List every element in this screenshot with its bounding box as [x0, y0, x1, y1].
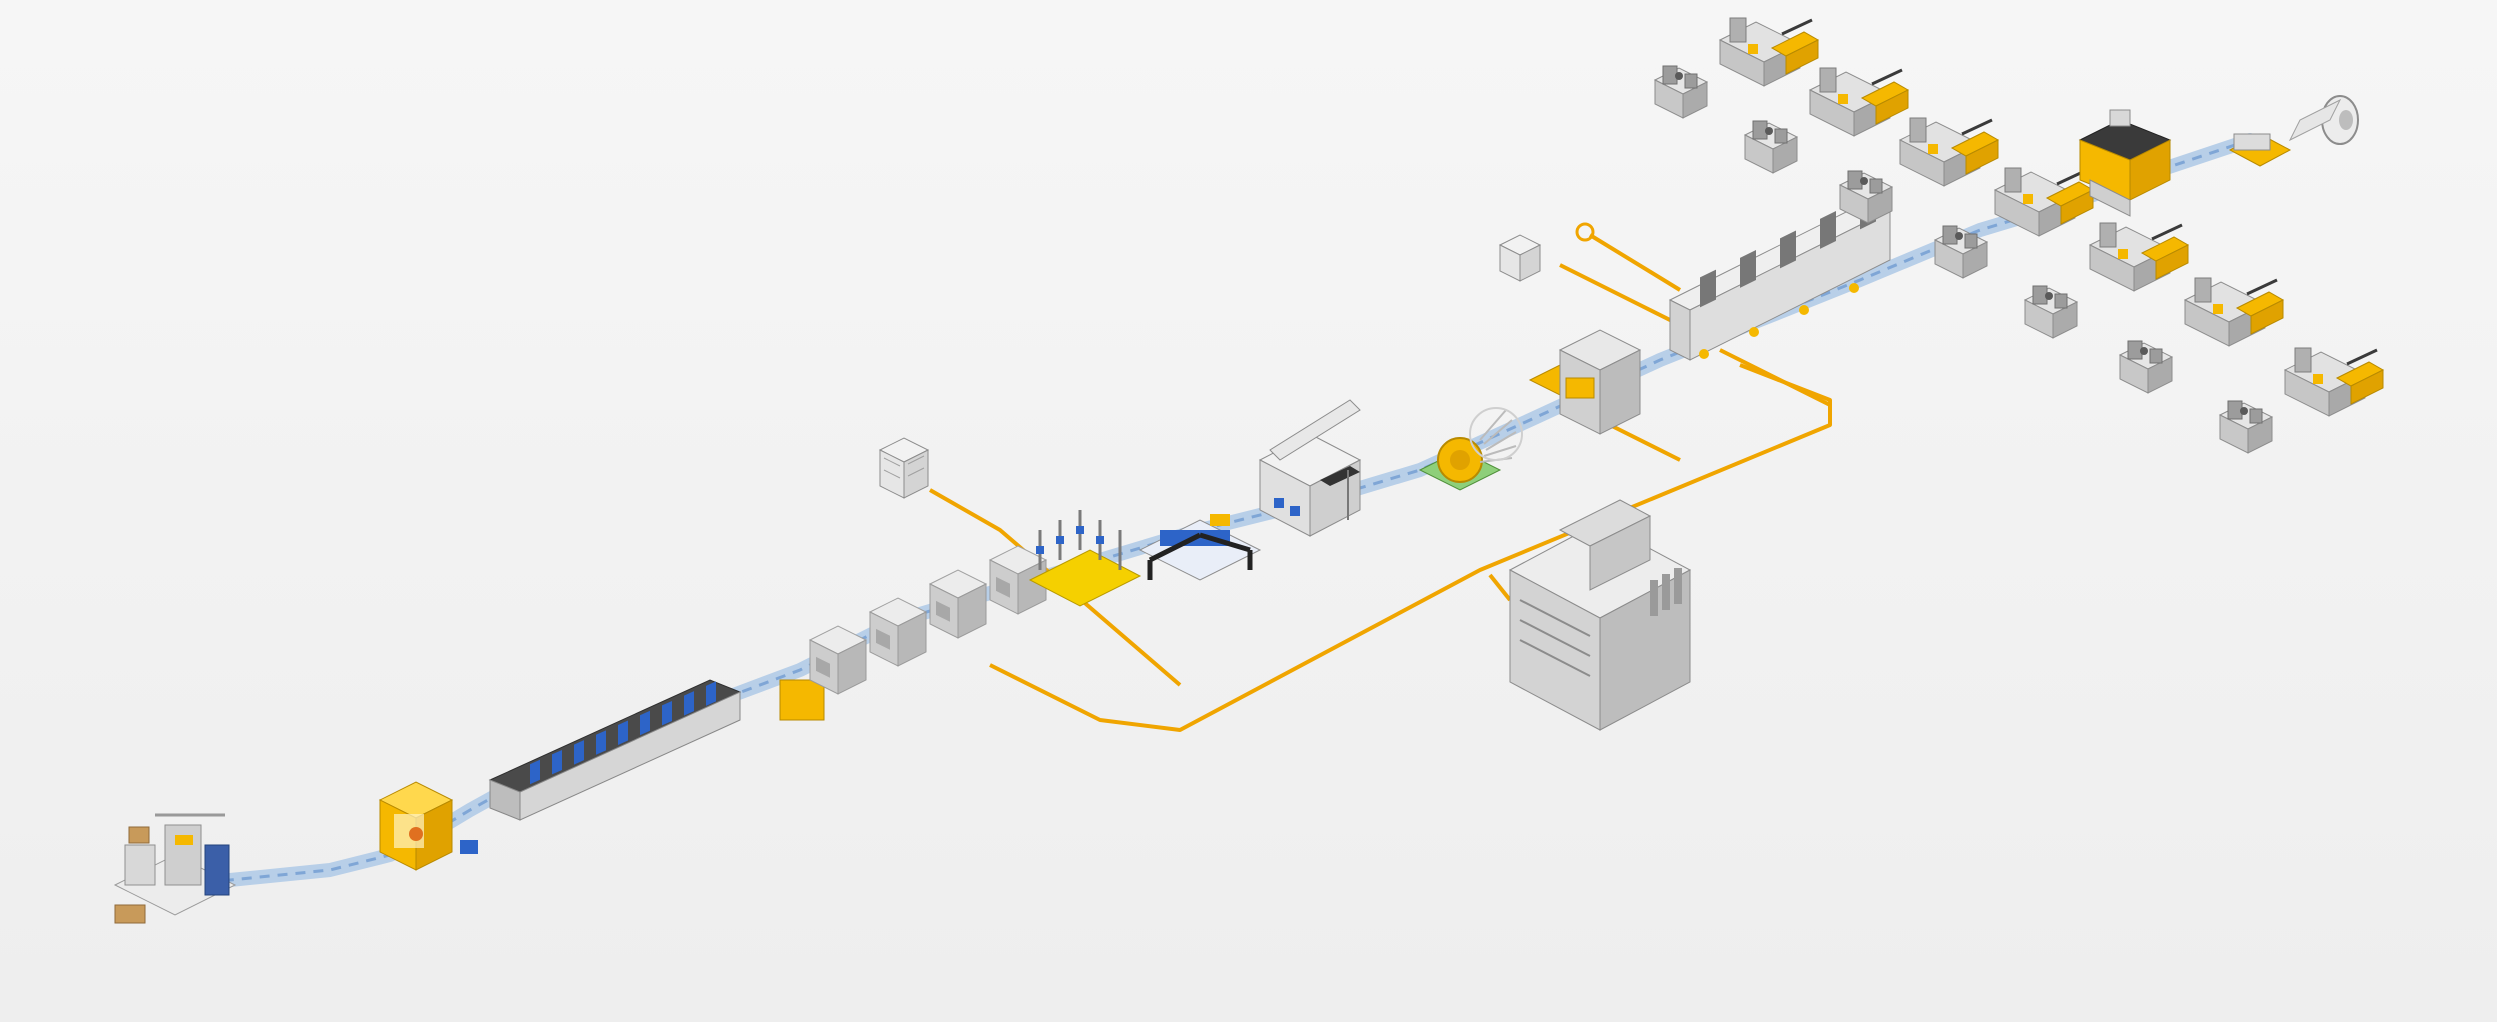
coil-feeder	[2228, 95, 2359, 167]
ibc-tank-left	[878, 437, 930, 499]
conveyor-tunnel	[488, 679, 742, 821]
wire-winder	[1418, 407, 1523, 491]
factory-building	[1508, 499, 1692, 731]
pipe-network	[929, 233, 1832, 732]
robot-cell	[378, 781, 478, 871]
enclosure-units	[779, 545, 1047, 721]
ibc-tank-right	[1498, 234, 1542, 282]
palletizer-cell	[113, 813, 237, 924]
operator-cabin	[1258, 399, 1362, 537]
station-rack	[1028, 510, 1142, 607]
press-unit	[1528, 329, 1642, 435]
central-press	[2078, 109, 2172, 217]
valve	[1575, 222, 1595, 242]
frame-station	[1138, 514, 1262, 581]
